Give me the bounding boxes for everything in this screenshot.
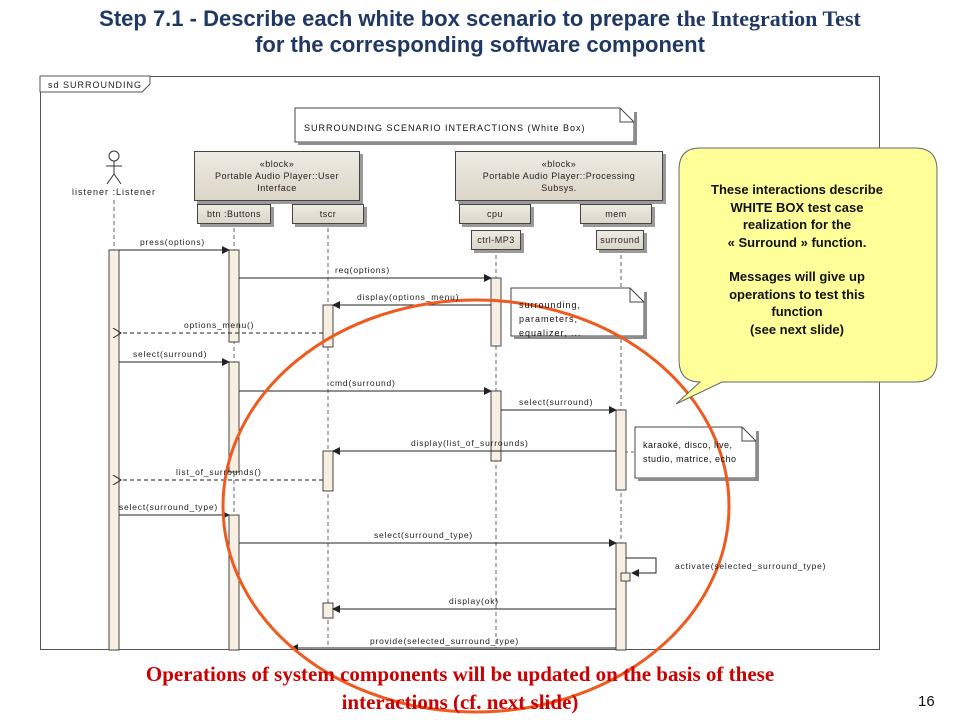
msg-select-surround-2: select(surround): [519, 397, 594, 407]
page-number: 16: [918, 693, 935, 710]
callout-line4: « Surround » function.: [727, 234, 867, 250]
callout-text: These interactions describe WHITE BOX te…: [688, 181, 906, 338]
msg-options-menu: options_menu(): [184, 320, 255, 330]
title-line1-serif: the Integration Test: [676, 6, 861, 31]
actor-label: listener :Listener: [72, 187, 157, 197]
callout-line8: (see next slide): [750, 321, 844, 337]
part-cpu: cpu: [459, 204, 531, 224]
surrounds-note-line2: studio, matrice, echo: [643, 454, 737, 464]
frame-label: sd SURROUNDING: [48, 80, 143, 90]
msg-cmd-surround: cmd(surround): [330, 378, 396, 388]
msg-select-surround-type: select(surround_type): [119, 502, 219, 512]
block-proc-name-line1: Portable Audio Player::Processing: [482, 171, 636, 181]
msg-activate: activate(selected_surround_type): [675, 561, 827, 571]
part-mem: mem: [580, 204, 652, 224]
activation-tscr-1: [322, 304, 334, 348]
activation-tscr-3: [322, 602, 334, 619]
options-note-line2: equalizer, ...: [519, 328, 582, 338]
activations: [108, 249, 631, 651]
actor-icon: [106, 150, 122, 185]
activation-cpu-1: [490, 277, 502, 347]
activation-mem-self: [620, 572, 631, 582]
part-btn-buttons: btn :Buttons: [197, 204, 271, 224]
part-surround: surround: [596, 230, 644, 250]
slide-title: Step 7.1 - Describe each white box scena…: [0, 6, 960, 58]
title-line2: for the corresponding software component: [255, 32, 705, 57]
msg-list-return: list_of_surrounds(): [176, 467, 262, 477]
options-note-line1: surrounding, parameters,: [519, 300, 582, 324]
callout-line1: These interactions describe: [711, 182, 883, 197]
title-line1-sans: Step 7.1 - Describe each white box scena…: [99, 6, 671, 31]
part-ctrl-mp3: ctrl-MP3: [471, 230, 521, 250]
activation-tscr-2: [322, 450, 334, 492]
block-processing-subsys: «block» Portable Audio Player::Processin…: [455, 151, 663, 201]
callout-bubble: [675, 147, 938, 405]
msg-select-surround-type-2: select(surround_type): [374, 530, 474, 540]
callout-line7: function: [771, 304, 823, 319]
msg-display-ok: display(ok): [449, 596, 499, 606]
footer-line1: Operations of system components will be …: [145, 662, 775, 686]
msg-press-options: press(options): [140, 237, 206, 247]
scenario-note: SURROUNDING SCENARIO INTERACTIONS (White…: [304, 123, 586, 133]
callout-line5: Messages will give up: [729, 269, 865, 284]
surrounds-note: karaoké, disco, live, studio, matrice, e…: [637, 434, 753, 470]
activation-mem-2: [615, 542, 627, 651]
part-tscr: tscr: [292, 204, 364, 224]
block-ui-name-line1: Portable Audio Player::User: [214, 171, 340, 181]
activation-mem-1: [615, 409, 627, 491]
msg-req-options: req(options): [335, 265, 390, 275]
block-proc-name-line2: Subsys.: [541, 183, 577, 193]
msg-select-surround: select(surround): [133, 349, 208, 359]
footer-line2: interactions (cf. next slide): [341, 690, 579, 714]
callout-line3: realization for the: [742, 217, 852, 232]
block-ui-stereotype: «block»: [259, 159, 295, 169]
surrounds-note-line1: karaoké, disco, live,: [643, 440, 733, 450]
footer-caption: Operations of system components will be …: [40, 660, 880, 716]
activation-btn-3: [228, 514, 240, 651]
msg-display-list: display(list_of_surrounds): [411, 438, 529, 448]
block-ui-name-line2: Interface: [257, 183, 297, 193]
callout-line6: operations to test this: [729, 286, 865, 302]
activation-cpu-2: [490, 390, 502, 462]
callout-line2: WHITE BOX test case: [730, 199, 864, 215]
activation-btn-1: [228, 249, 240, 343]
arrow-activate-self: [626, 557, 657, 577]
msg-provide: provide(selected_surround_type): [370, 636, 520, 646]
highlight-ellipse: [221, 298, 731, 714]
options-note: surrounding, parameters, equalizer, ...: [513, 294, 641, 344]
activation-listener: [108, 249, 120, 651]
block-proc-stereotype: «block»: [541, 159, 577, 169]
frame-tab: [39, 75, 151, 93]
activation-btn-2: [228, 361, 240, 473]
block-user-interface: «block» Portable Audio Player::User Inte…: [194, 151, 360, 201]
msg-display-options-menu: display(options_menu): [357, 292, 460, 302]
